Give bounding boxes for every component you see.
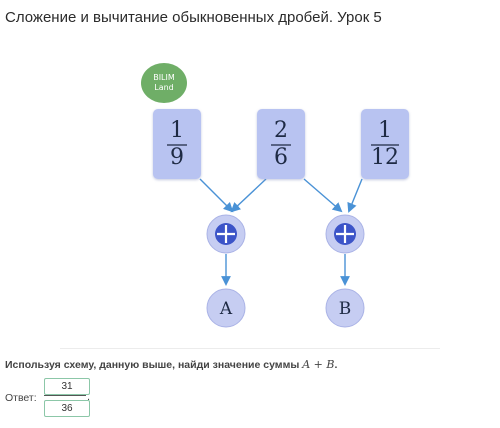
card-3-numerator: 1 [378, 118, 392, 143]
question-expression: A + B [302, 358, 335, 371]
result-b-label: B [339, 299, 352, 319]
answer-label: Ответ: [5, 392, 37, 404]
card-1-denominator: 9 [170, 145, 184, 170]
card-2-numerator: 2 [274, 118, 288, 143]
answer-denominator-input[interactable] [44, 400, 90, 417]
arrow-card3-to-plus2 [347, 178, 363, 213]
answer-fraction-bar [44, 395, 86, 396]
page-title: Сложение и вычитание обыкновенных дробей… [5, 9, 382, 26]
plus-operation-2 [325, 214, 365, 254]
fraction-scheme: 1 9 2 6 1 12 A B [153, 109, 409, 328]
answer-numerator-input[interactable] [44, 378, 90, 395]
card-1-numerator: 1 [170, 118, 184, 143]
card-3-denominator: 12 [371, 145, 399, 170]
logo-line2: Land [154, 83, 174, 92]
arrow-card2-to-plus1 [230, 178, 267, 213]
section-divider [60, 348, 440, 349]
question-text: Используя схему, данную выше, найди знач… [5, 358, 337, 371]
arrow-card1-to-plus1 [199, 178, 234, 213]
plus-operation-1 [206, 214, 246, 254]
fraction-card-1 [153, 109, 201, 179]
fraction-card-3 [361, 109, 409, 179]
result-a-label: A [219, 299, 233, 319]
question-end: . [334, 359, 338, 371]
arrow-card2-to-plus2 [303, 178, 343, 213]
logo-line1: BILIM [153, 73, 175, 82]
result-node-b [325, 288, 365, 328]
result-node-a [206, 288, 246, 328]
fraction-card-2 [257, 109, 305, 179]
bilimland-logo: BILIM Land [141, 63, 187, 103]
answer-period: . [87, 391, 91, 403]
card-2-denominator: 6 [274, 145, 288, 170]
question-body: Используя схему, данную выше, найди знач… [5, 359, 300, 371]
